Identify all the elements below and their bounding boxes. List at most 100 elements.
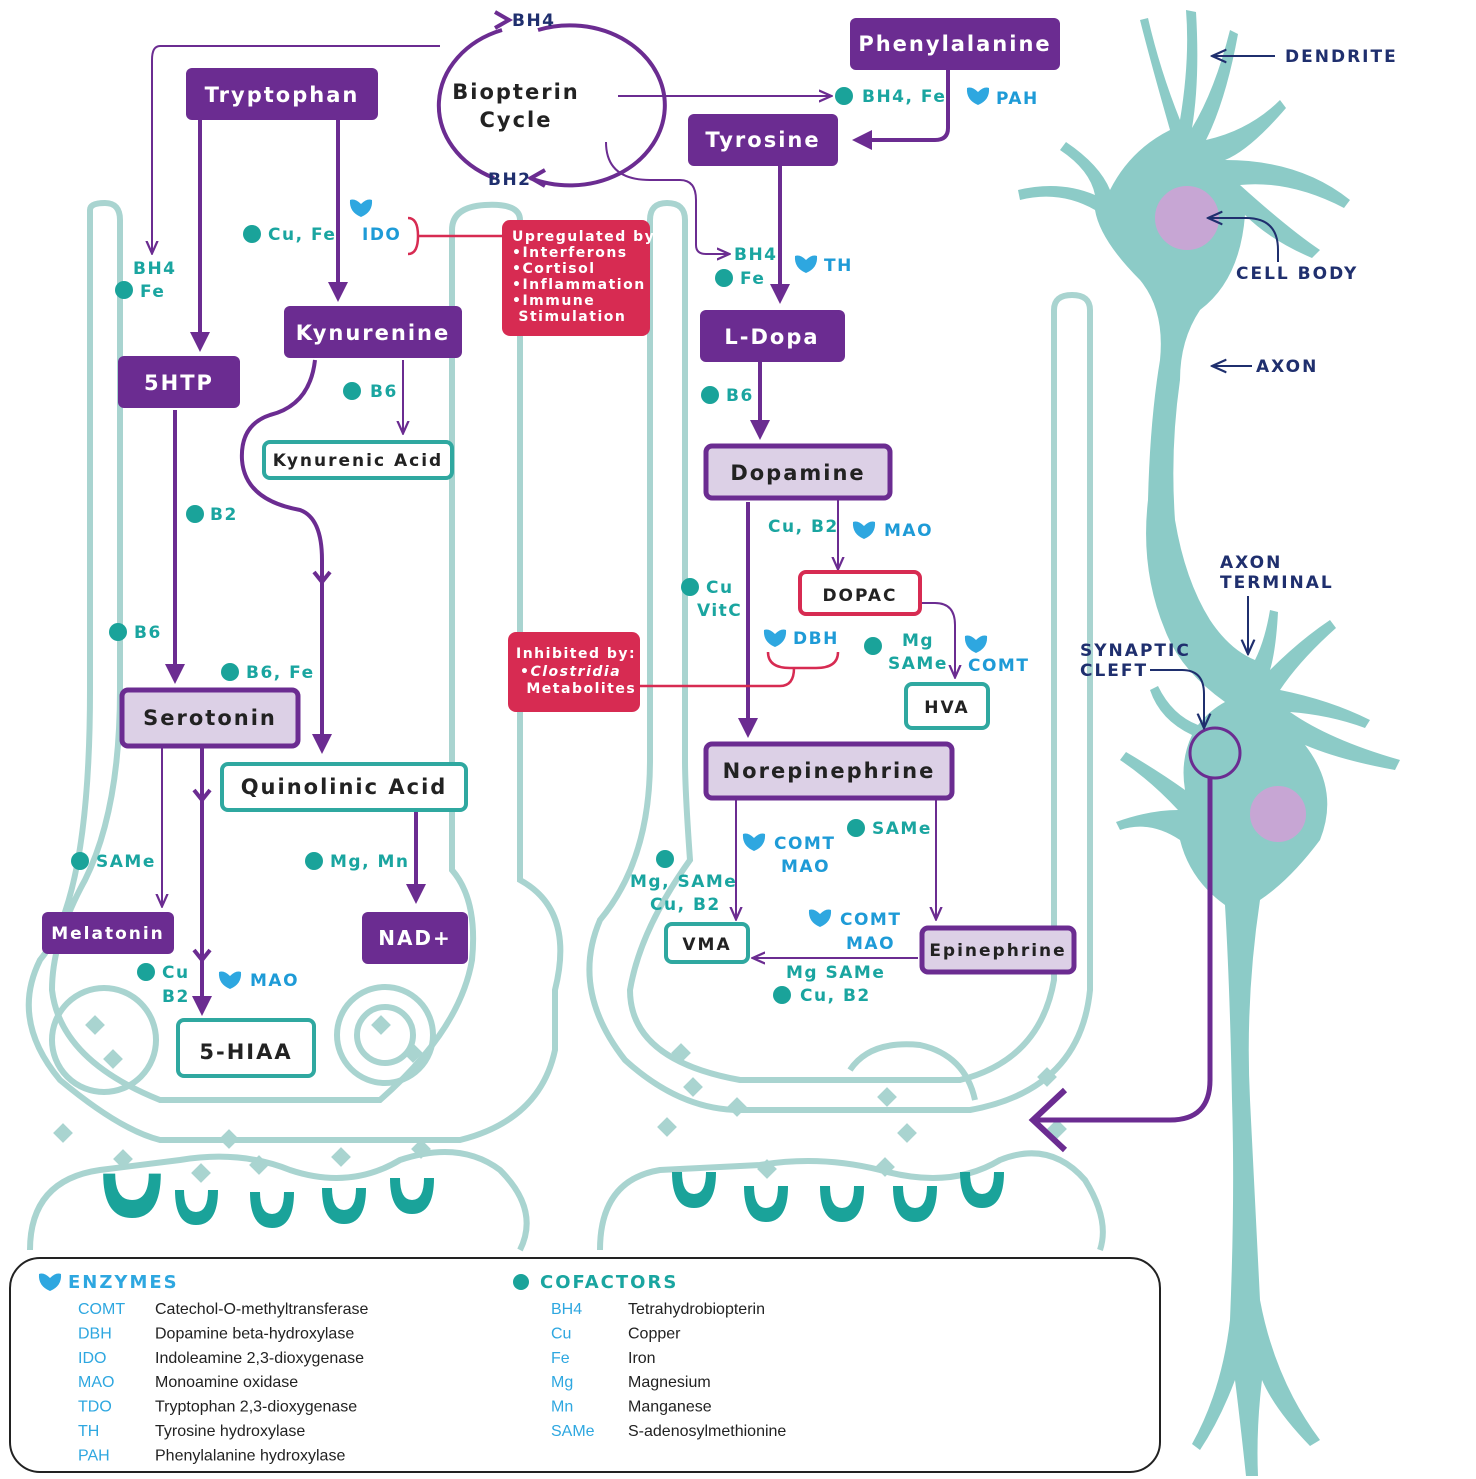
cofactor-label: Mg <box>902 631 934 651</box>
dopamine-box: Dopamine <box>703 443 893 501</box>
cofactor-label: SAMe <box>872 819 932 839</box>
kynurenic-acid-box: Kynurenic Acid <box>262 440 454 480</box>
synapse-pointer-arrow <box>1035 778 1213 1123</box>
biopterin-title-line2: Cycle <box>480 108 553 132</box>
cell-body-label: CELL BODY <box>1236 264 1358 284</box>
inhibited-item: Metabolites <box>520 681 636 697</box>
vma-label: VMA <box>682 935 731 955</box>
cofactor-annotations: BH4, Fe BH4 Fe Cu, Fe BH4 Fe B6 B6 B2 B6… <box>71 87 948 1007</box>
cofactor-dot <box>221 663 239 681</box>
cofactor-dot <box>71 852 89 870</box>
cofactors-legend-title: COFACTORS <box>540 1272 678 1293</box>
enzyme-icon <box>349 199 373 217</box>
cofactor-label: Fe <box>140 282 165 302</box>
legend-definition: Catechol-O-methyltransferase <box>155 1301 369 1318</box>
upregulated-item: •Interferons <box>512 245 628 261</box>
upregulated-item: •Immune <box>512 293 595 309</box>
enzyme-icon <box>218 971 242 989</box>
enzyme-label: IDO <box>362 225 401 245</box>
synapse-arrowhead <box>1028 1087 1068 1153</box>
cofactor-label: Cu, B2 <box>650 895 721 915</box>
legend-abbr: BH4 <box>551 1301 582 1318</box>
cofactor-dot <box>656 850 674 868</box>
legend-abbr: COMT <box>78 1301 125 1318</box>
legend-panel: ENZYMES COFACTORS <box>9 1257 1161 1473</box>
biopterin-cycle: Biopterin Cycle BH4 BH2 <box>436 10 667 190</box>
cofactor-dot <box>835 87 853 105</box>
cofactor-dot <box>243 225 261 243</box>
cofactor-label: B2 <box>210 505 238 525</box>
enzyme-icon <box>763 629 787 647</box>
serotonin-label: Serotonin <box>143 706 277 730</box>
dopac-box: DOPAC <box>798 570 922 616</box>
cofactor-dot <box>773 986 791 1004</box>
melatonin-box: Melatonin <box>42 912 174 954</box>
regulation-connectors <box>407 216 840 688</box>
ldopa-label: L-Dopa <box>724 325 819 349</box>
neuron-labels: DENDRITE CELL BODY AXON AXON TERMINAL SY… <box>1080 47 1396 728</box>
upregulated-item: •Cortisol <box>512 261 596 277</box>
legend-abbr: TDO <box>78 1399 112 1416</box>
inhibited-title: Inhibited by: <box>516 646 636 662</box>
cofactor-label: B6, Fe <box>246 663 315 683</box>
axon-terminal-label: AXON <box>1220 553 1282 573</box>
cofactor-label: Mg, SAMe <box>630 872 737 892</box>
cofactor-label: Cu <box>706 578 734 598</box>
legend-definition: Copper <box>628 1325 681 1342</box>
enzyme-annotations: PAH IDO TH MAO DBH COMT COMT MAO COMT MA… <box>218 87 1037 991</box>
cofactor-label: B6 <box>134 623 162 643</box>
norepinephrine-box: Norepinephrine <box>703 741 955 801</box>
postsynaptic-membranes <box>27 1149 1106 1252</box>
synaptic-cleft-label: CLEFT <box>1080 661 1148 681</box>
legend-abbr: IDO <box>78 1350 106 1367</box>
biopterin-bh4-label: BH4 <box>512 11 556 31</box>
legend-definition: Dopamine beta-hydroxylase <box>155 1325 354 1342</box>
cofactor-label: Cu, B2 <box>800 986 871 1006</box>
legend-abbr: DBH <box>78 1325 112 1342</box>
phenylalanine-box: Phenylalanine <box>850 18 1060 70</box>
dopac-label: DOPAC <box>822 586 897 606</box>
cofactor-label: BH4, Fe <box>862 87 946 107</box>
enzyme-icon <box>852 521 876 539</box>
cofactor-label: Mg SAMe <box>786 963 885 983</box>
legend-definition: Magnesium <box>628 1374 711 1391</box>
cofactor-label: SAMe <box>888 654 948 674</box>
cofactor-dot <box>715 269 733 287</box>
epinephrine-label: Epinephrine <box>929 941 1066 961</box>
axon-label: AXON <box>1256 357 1318 377</box>
upregulated-item: Stimulation <box>512 309 626 325</box>
tryptophan-label: Tryptophan <box>205 83 360 107</box>
enzyme-icon <box>966 87 990 105</box>
cofactor-label: BH4 <box>734 245 778 265</box>
receptors <box>103 1172 1004 1228</box>
legend-abbr: TH <box>78 1423 99 1440</box>
kynurenine-label: Kynurenine <box>296 321 450 345</box>
cofactor-dot <box>305 852 323 870</box>
legend-abbr: Cu <box>551 1325 571 1342</box>
cofactor-dot <box>343 382 361 400</box>
presynaptic-membrane-left <box>25 199 564 1143</box>
enzyme-label: COMT <box>840 910 901 930</box>
cofactor-dot <box>137 963 155 981</box>
inhibited-item: •Clostridia <box>520 664 621 680</box>
enzyme-icon <box>964 635 988 653</box>
legend-definition: Iron <box>628 1350 656 1367</box>
enzyme-label: COMT <box>968 656 1029 676</box>
cofactor-dot <box>109 623 127 641</box>
5-hiaa-label: 5-HIAA <box>199 1040 292 1064</box>
enzyme-icon <box>808 909 832 927</box>
legend-definition: Phenylalanine hydroxylase <box>155 1447 345 1464</box>
enzyme-icon <box>794 255 818 273</box>
legend-abbr: Mg <box>551 1374 573 1391</box>
enzyme-label: DBH <box>793 629 839 649</box>
cofactor-label: SAMe <box>96 852 156 872</box>
cofactor-label: B2 <box>162 987 190 1007</box>
cofactor-label: B6 <box>370 382 398 402</box>
serotonin-box: Serotonin <box>119 687 301 749</box>
legend-abbr: SAMe <box>551 1423 595 1440</box>
legend-abbr: Fe <box>551 1350 570 1367</box>
kynurenic-acid-label: Kynurenic Acid <box>273 451 443 471</box>
inhibited-box: Inhibited by: •Clostridia Metabolites <box>508 632 640 712</box>
